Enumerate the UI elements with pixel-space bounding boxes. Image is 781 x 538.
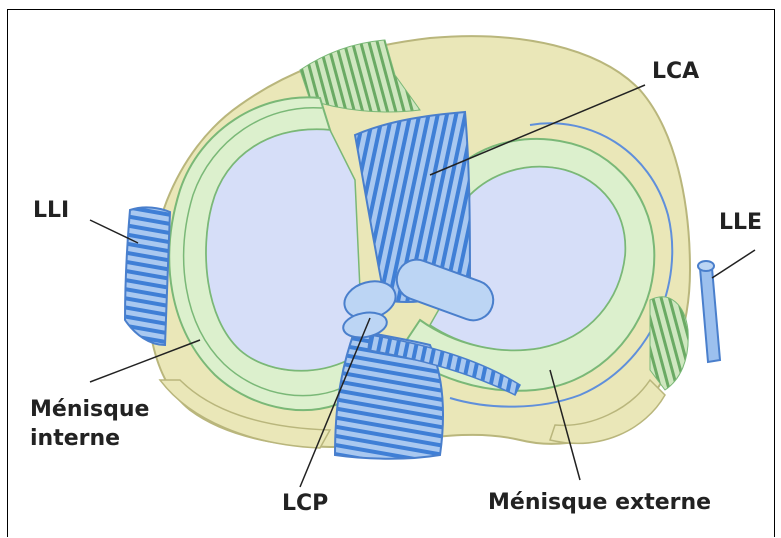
lle-ligament: [700, 268, 720, 362]
lateral-fibers: [650, 297, 688, 390]
lli-ligament: [125, 207, 170, 345]
label-lcp: LCP: [282, 490, 328, 518]
label-menisque-interne-2: interne: [30, 425, 120, 453]
label-menisque-interne-1: Ménisque: [30, 396, 149, 424]
label-lca: LCA: [652, 58, 699, 86]
leader-lle: [712, 250, 755, 278]
label-lli: LLI: [33, 197, 69, 225]
label-menisque-externe: Ménisque externe: [488, 489, 711, 517]
label-lle: LLE: [719, 209, 762, 237]
lle-top: [698, 261, 714, 271]
